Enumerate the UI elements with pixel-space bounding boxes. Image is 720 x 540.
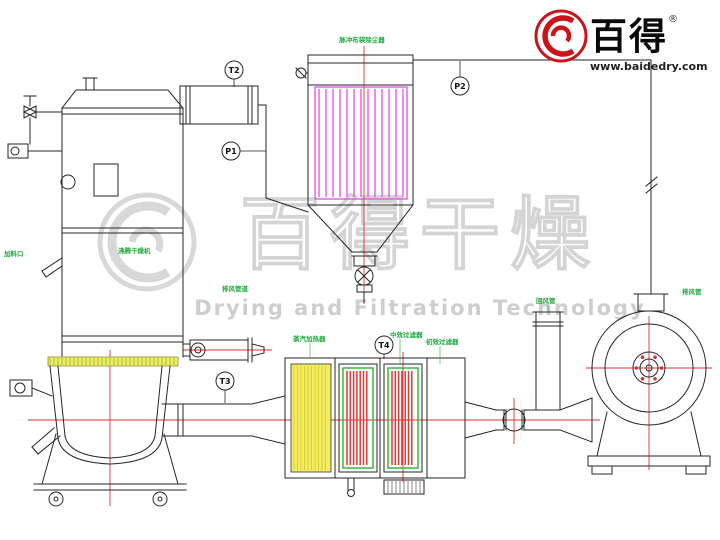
- exhaust-muffler: [179, 85, 259, 125]
- filter-cartridge-2: [387, 367, 419, 469]
- air-handling-unit: [161, 357, 505, 497]
- label-heater: 蒸汽加热器: [293, 334, 326, 343]
- brand-website: www.baidedry.com: [590, 60, 708, 73]
- label-bag-filter: 脉冲布袋除尘器: [338, 35, 385, 44]
- drain-grid-bars: [387, 481, 421, 493]
- instrument-p1: P1: [221, 141, 266, 161]
- label-feed-port: 加料口: [3, 249, 24, 258]
- equipment-labels: 加料口 沸腾干燥机 排风管道 脉冲布袋除尘器 蒸汽加热器 中效过滤器 初效过滤器…: [3, 35, 702, 346]
- bag-chamber: [314, 86, 408, 200]
- distributor-hatch: [49, 358, 175, 365]
- brand-logo: 百得 ® www.baidedry.com: [534, 9, 708, 73]
- fan-hub-bolts: [634, 355, 664, 381]
- registered-mark-icon: ®: [668, 14, 678, 25]
- watermark-logo-icon: [97, 192, 197, 292]
- label-dryer: 沸腾干燥机: [118, 246, 151, 255]
- wheel-icon: [152, 491, 168, 507]
- svg-text:T3: T3: [219, 377, 230, 386]
- instrument-p2: P2: [450, 61, 470, 96]
- drain-trap-icon: [347, 489, 355, 497]
- feed-unit: [182, 337, 265, 363]
- heater-hatch: [293, 366, 326, 470]
- instrument-t2: T2: [224, 60, 244, 87]
- instrument-t4: T4: [374, 335, 394, 359]
- svg-text:T4: T4: [378, 341, 389, 350]
- label-pre-filter: 初效过滤器: [426, 337, 459, 346]
- filter-bags: [318, 89, 404, 197]
- watermark-en: Drying and Filtration Technology: [194, 296, 646, 320]
- instrument-t3: T3: [215, 371, 235, 403]
- watermark-cn: 百得干燥: [240, 188, 600, 281]
- label-outlet-duct: 排风管: [682, 287, 702, 296]
- wheel-icon: [48, 491, 64, 507]
- svg-text:P2: P2: [454, 82, 465, 91]
- label-return-duct: 回风管: [536, 296, 556, 305]
- svg-text:T2: T2: [228, 66, 239, 75]
- bag-dust-collector: [295, 54, 652, 303]
- inspection-door: [93, 163, 119, 197]
- sight-glass-icon: [60, 174, 76, 190]
- distributor-plate: [47, 356, 179, 367]
- label-mid-filter: 中效过滤器: [390, 330, 423, 339]
- brand-name: 百得: [590, 15, 668, 58]
- pipe-break-icon: [645, 176, 658, 187]
- agitator-motor: [9, 379, 33, 397]
- svg-text:P1: P1: [225, 147, 237, 156]
- product-bowl: [9, 365, 187, 507]
- drain-grid: [383, 479, 425, 495]
- centrifugal-fan: [587, 59, 711, 475]
- filter-media-2: [391, 371, 413, 465]
- watermark: 百得干燥 Drying and Filtration Technology: [97, 187, 646, 320]
- filter-cartridge-1: [342, 367, 374, 469]
- label-exhaust-duct: 排风管道: [222, 284, 249, 293]
- fluid-bed-dryer: [7, 77, 184, 358]
- filter-media-1: [346, 371, 368, 465]
- valve-icon: [22, 105, 38, 119]
- exhaust-line: [179, 85, 309, 213]
- label-leaders: [309, 305, 549, 364]
- fan-duct: [502, 311, 593, 443]
- damper-icon: [502, 408, 526, 432]
